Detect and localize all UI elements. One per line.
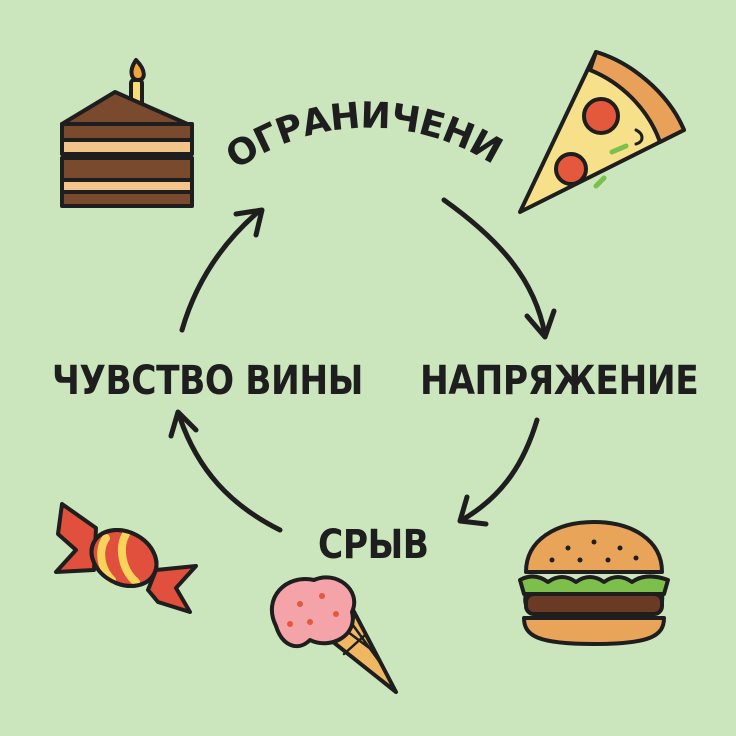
burger-icon: [518, 520, 670, 646]
arrow-guilt-to-restriction: [179, 207, 265, 333]
step-label-guilt: ЧУВСТВО ВИНЫ: [52, 358, 363, 404]
arrow-tension-to-binge: [457, 417, 540, 527]
arrow-restriction-to-tension: [441, 197, 557, 340]
candy-icon: [54, 502, 198, 614]
step-label-tension: НАПРЯЖЕНИЕ: [420, 358, 699, 404]
arrow-binge-to-guilt: [168, 409, 283, 533]
pizza-slice-icon: [518, 50, 686, 214]
ice-cream-icon: [269, 575, 398, 694]
cake-slice-icon: [60, 58, 194, 208]
step-label-binge: СРЫВ: [318, 522, 429, 568]
cycle-arrows: [168, 197, 557, 533]
